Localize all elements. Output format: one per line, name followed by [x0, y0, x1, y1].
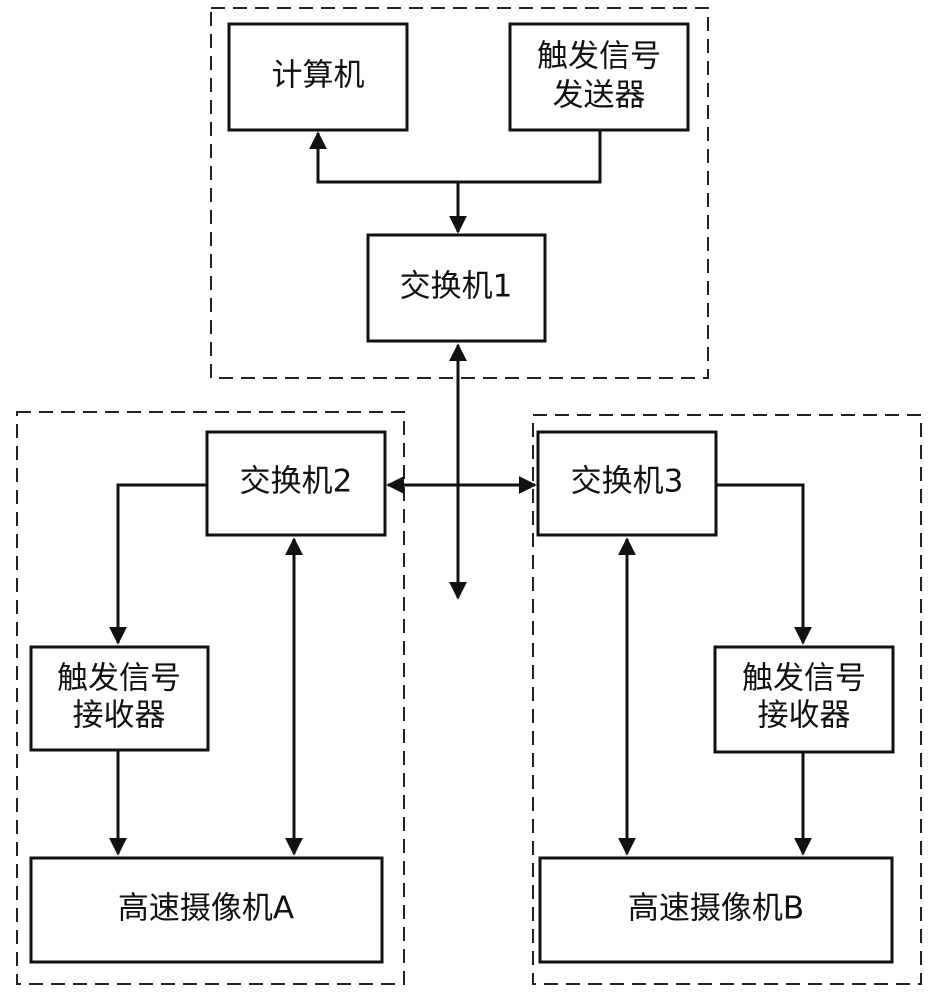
trigger-sender-label-line2: 发送器: [553, 78, 646, 114]
camera-b-box: 高速摄像机B: [538, 856, 894, 964]
camera-a-box: 高速摄像机A: [29, 856, 384, 964]
switch2-to-receiver-a-arrow: [109, 483, 207, 645]
switch2-box: 交换机2: [205, 430, 387, 537]
receiver-b-label-line1: 触发信号: [742, 661, 866, 697]
switch1-label: 交换机1: [400, 269, 513, 305]
switch3-label: 交换机3: [571, 464, 684, 500]
trigger-sender-label-line1: 触发信号: [537, 39, 661, 75]
trigger-to-computer-arrow: [309, 130, 602, 184]
switch1-box: 交换机1: [366, 233, 547, 343]
computer-box: 计算机: [227, 22, 409, 132]
trigger-receiver-b-box: 触发信号 接收器: [713, 645, 895, 754]
switch2-label: 交换机2: [240, 464, 353, 500]
receiver-a-label-line1: 触发信号: [57, 661, 181, 697]
computer-label: 计算机: [272, 58, 365, 94]
camera-b-label: 高速摄像机B: [628, 891, 804, 927]
connectors: [109, 130, 812, 856]
camera-a-label: 高速摄像机A: [118, 891, 294, 927]
receiver-b-label-line2: 接收器: [758, 698, 851, 734]
switch3-box: 交换机3: [536, 430, 718, 537]
control-station-group: [210, 7, 709, 379]
trigger-receiver-a-box: 触发信号 接收器: [29, 645, 210, 752]
camera-a-group: [16, 411, 405, 985]
switch3-to-receiver-b-arrow: [716, 483, 812, 645]
receiver-a-label-line2: 接收器: [73, 698, 166, 734]
camera-b-group: [532, 414, 922, 985]
trigger-sender-box: 触发信号 发送器: [508, 22, 690, 132]
